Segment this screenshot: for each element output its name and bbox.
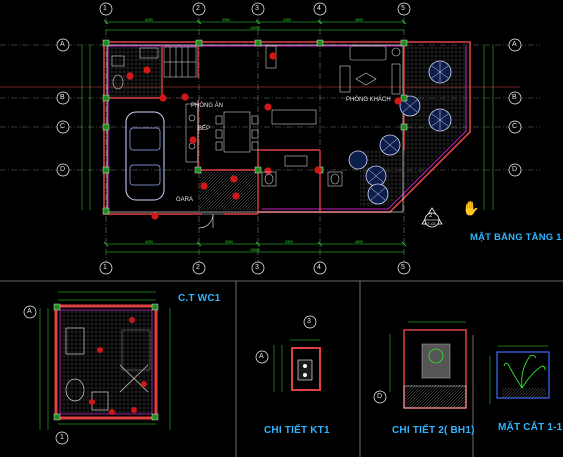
garage-label: GARA	[176, 197, 194, 203]
svg-text:15300: 15300	[250, 26, 260, 30]
grid-label-row-d: D	[60, 166, 66, 173]
bh1-detail	[373, 321, 467, 409]
section-detail	[489, 345, 550, 404]
svg-text:3300: 3300	[283, 18, 291, 22]
floor-plan-title: MẶT BẰNG TẦNG 1	[470, 232, 562, 243]
svg-text:15300: 15300	[250, 248, 260, 252]
svg-text:3300: 3300	[225, 240, 233, 244]
grid-label-col-1: 1	[103, 5, 107, 12]
grid-label-row-d-right: D	[512, 166, 518, 173]
svg-text:3300: 3300	[222, 18, 230, 22]
grid-label-col-3-bottom: 3	[255, 264, 259, 271]
grid-label-row-b-right: B	[512, 94, 517, 101]
floor-plan: 4200 3300 3300 4500 15300 4200 3300 3300 450…	[0, 18, 540, 268]
grid-label-col-5-bottom: 5	[401, 264, 405, 271]
section-mark-sheet: KT-02	[425, 221, 436, 226]
kt1-detail	[255, 315, 321, 392]
grid-label-row-a-right: A	[512, 41, 517, 48]
section-marker	[421, 207, 443, 228]
section-mark-number: 2	[429, 213, 433, 219]
wc-detail	[23, 291, 171, 445]
grid-label-col-1-bottom: 1	[103, 264, 107, 271]
svg-text:4500: 4500	[355, 18, 363, 22]
grid-label-col-3: 3	[255, 5, 259, 12]
grid-label-row-c-right: C	[512, 123, 518, 130]
dining-room-label: PHÒNG ĂN	[191, 103, 224, 109]
bh1-detail-title: CHI TIẾT 2( BH1)	[392, 425, 475, 436]
kt1-grid-label-row: A	[259, 353, 264, 360]
living-room-label: PHÒNG KHÁCH	[346, 97, 391, 103]
wc-detail-title: C.T WC1	[178, 293, 221, 304]
grid-label-col-2-bottom: 2	[196, 264, 200, 271]
grid-label-row-b: B	[60, 94, 65, 101]
car-icon	[125, 111, 165, 201]
grid-label-col-5: 5	[401, 5, 405, 12]
svg-text:4500: 4500	[355, 240, 363, 244]
kt1-detail-title: CHI TIẾT KT1	[264, 425, 330, 436]
grid-label-row-a: A	[60, 41, 65, 48]
kitchen-label: BẾP	[198, 126, 211, 132]
bh1-grid-label: D	[377, 393, 383, 400]
kt1-grid-label-col: 3	[307, 318, 311, 325]
hand-cursor-icon: ✋	[462, 200, 480, 216]
grid-label-col-4-bottom: 4	[317, 264, 321, 271]
wc-grid-label-col: 1	[60, 434, 64, 441]
svg-text:4200: 4200	[145, 18, 153, 22]
grid-label-col-4: 4	[317, 5, 321, 12]
grid-label-col-2: 2	[196, 5, 200, 12]
svg-text:4200: 4200	[145, 240, 153, 244]
grid-label-row-c: C	[60, 123, 66, 130]
section-title: MẶT CẮT 1-1	[498, 422, 563, 433]
wc-grid-label-row: A	[27, 308, 32, 315]
svg-text:3300: 3300	[285, 240, 293, 244]
